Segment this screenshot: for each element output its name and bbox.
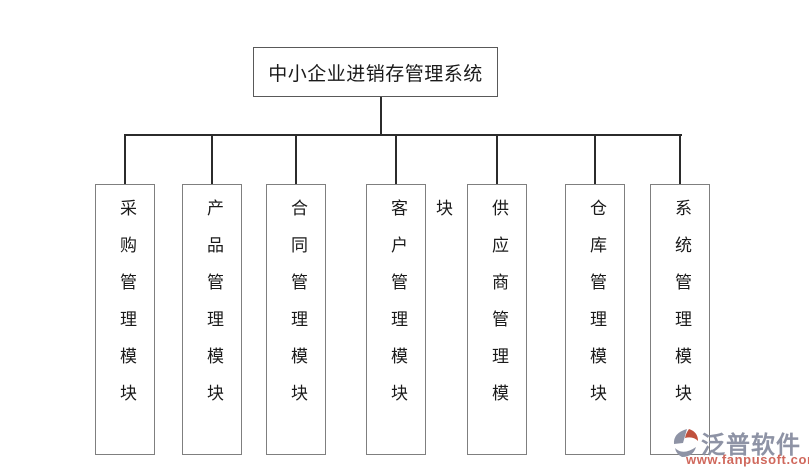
connector-drop-contract — [295, 134, 297, 185]
connector-drop-warehouse — [594, 134, 596, 185]
connector-drop-customer — [395, 134, 397, 185]
connector-drop-product — [211, 134, 213, 185]
module-node-customer: 客户管理模块 — [366, 184, 426, 455]
connector-trunk — [380, 97, 382, 135]
root-node: 中小企业进销存管理系统 — [253, 47, 498, 97]
module-node-procurement: 采购管理模块 — [95, 184, 155, 455]
watermark-url: www.fanpusoft.com — [686, 452, 809, 467]
root-node-label: 中小企业进销存管理系统 — [268, 63, 483, 85]
module-node-supplier: 供应商管理模块 — [433, 184, 527, 455]
connector-drop-supplier — [496, 134, 498, 185]
module-node-product: 产品管理模块 — [182, 184, 242, 455]
connector-bus — [125, 134, 682, 136]
watermark: 泛普软件 www.fanpusoft.com — [670, 424, 809, 470]
module-node-system: 系统管理模块 — [650, 184, 710, 455]
fanpu-logo-icon — [673, 429, 698, 457]
module-node-warehouse: 仓库管理模块 — [565, 184, 625, 455]
watermark-brand: 泛普软件 — [701, 432, 801, 459]
module-node-contract: 合同管理模块 — [266, 184, 326, 455]
connector-drop-system — [679, 134, 681, 185]
connector-drop-procurement — [124, 134, 126, 185]
